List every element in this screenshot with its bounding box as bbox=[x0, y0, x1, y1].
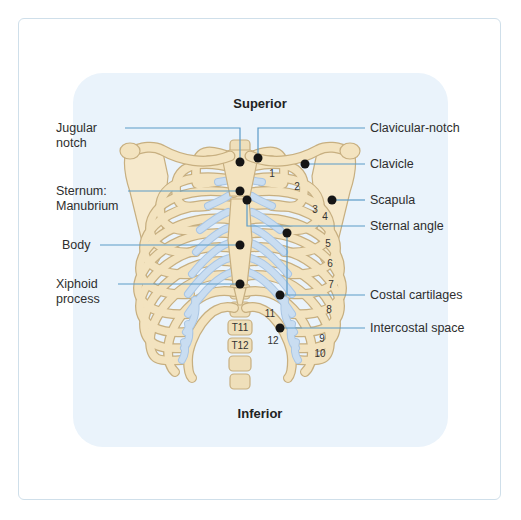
clavicles-part bbox=[340, 143, 360, 159]
part-label: Clavicle bbox=[370, 157, 414, 172]
part-label: Intercostal space bbox=[370, 321, 465, 336]
leader-dots-part bbox=[236, 158, 245, 167]
leader-dots-part bbox=[301, 160, 310, 169]
callout-number: 8 bbox=[326, 304, 332, 315]
costal-cartilage-shapes-part bbox=[248, 180, 298, 360]
direction-label: Superior bbox=[233, 96, 286, 111]
callout-number: 5 bbox=[325, 238, 331, 249]
spine-part bbox=[228, 338, 252, 353]
leader-lines-part bbox=[258, 128, 365, 154]
sternum-shape bbox=[223, 150, 257, 305]
leader-dots-part bbox=[276, 291, 285, 300]
leader-lines bbox=[100, 128, 365, 328]
leader-dots-part bbox=[236, 280, 245, 289]
costal-cartilage-shapes-part bbox=[248, 180, 298, 360]
callout-number: 6 bbox=[327, 258, 333, 269]
leader-dots-part bbox=[236, 187, 245, 196]
leader-lines-part bbox=[284, 294, 365, 295]
callout-number: 9 bbox=[319, 333, 325, 344]
callout-number: T11 bbox=[232, 322, 249, 333]
leader-dots-part bbox=[276, 324, 285, 333]
callout-number: 4 bbox=[322, 211, 328, 222]
leader-dots-part bbox=[236, 241, 245, 250]
part-label: Xiphoid process bbox=[56, 277, 116, 307]
leader-lines-part bbox=[100, 244, 236, 245]
callout-number: 10 bbox=[314, 348, 325, 359]
leader-lines-part bbox=[118, 283, 236, 284]
leader-lines-part bbox=[309, 163, 365, 164]
callout-number: 2 bbox=[294, 181, 300, 192]
leader-dots-part bbox=[243, 196, 252, 205]
costal-cartilage-shapes bbox=[182, 180, 298, 360]
spine-part bbox=[229, 356, 251, 371]
leader-dots-part bbox=[254, 154, 263, 163]
callout-number: 7 bbox=[328, 279, 334, 290]
leader-lines-part bbox=[286, 237, 287, 295]
clavicles-part bbox=[135, 147, 230, 161]
rib-bones-part bbox=[138, 151, 234, 378]
part-label: Jugular notch bbox=[56, 121, 114, 151]
clavicles-part bbox=[120, 143, 140, 159]
sternum-shape-part bbox=[228, 199, 252, 285]
clavicles-part bbox=[250, 147, 345, 161]
part-label: Sternal angle bbox=[370, 219, 444, 234]
part-label: Scapula bbox=[370, 193, 415, 208]
rib-bones-part bbox=[246, 151, 342, 378]
part-label: Sternum: Manubrium bbox=[56, 184, 128, 214]
leader-dots bbox=[236, 154, 337, 333]
leader-lines-part bbox=[125, 128, 240, 158]
callout-number: 1 bbox=[269, 168, 275, 179]
sternum-shape-part bbox=[234, 288, 246, 305]
part-label: Body bbox=[62, 238, 91, 253]
rib-bones-part bbox=[246, 151, 342, 378]
rib-bones-part bbox=[138, 151, 234, 378]
callout-number: 11 bbox=[265, 308, 275, 319]
leader-dots-part bbox=[283, 229, 292, 238]
clavicles-part bbox=[135, 147, 230, 161]
leader-lines-part bbox=[284, 327, 365, 328]
part-label: Clavicular-notch bbox=[370, 121, 460, 136]
callout-number: 12 bbox=[267, 335, 278, 346]
costal-cartilage-shapes-part bbox=[182, 180, 232, 360]
direction-label: Inferior bbox=[238, 406, 283, 421]
callout-number: T12 bbox=[231, 340, 248, 351]
leader-lines-part bbox=[128, 190, 236, 191]
clavicles-part bbox=[250, 147, 345, 161]
leader-dots-part bbox=[328, 196, 337, 205]
leader-lines-part bbox=[247, 204, 365, 226]
costal-cartilage-shapes-part bbox=[182, 180, 232, 360]
spine-part bbox=[230, 374, 250, 389]
part-label: Costal cartilages bbox=[370, 288, 462, 303]
leader-lines-part bbox=[336, 199, 365, 200]
callout-number: 3 bbox=[312, 204, 318, 215]
spine-part bbox=[228, 320, 252, 335]
